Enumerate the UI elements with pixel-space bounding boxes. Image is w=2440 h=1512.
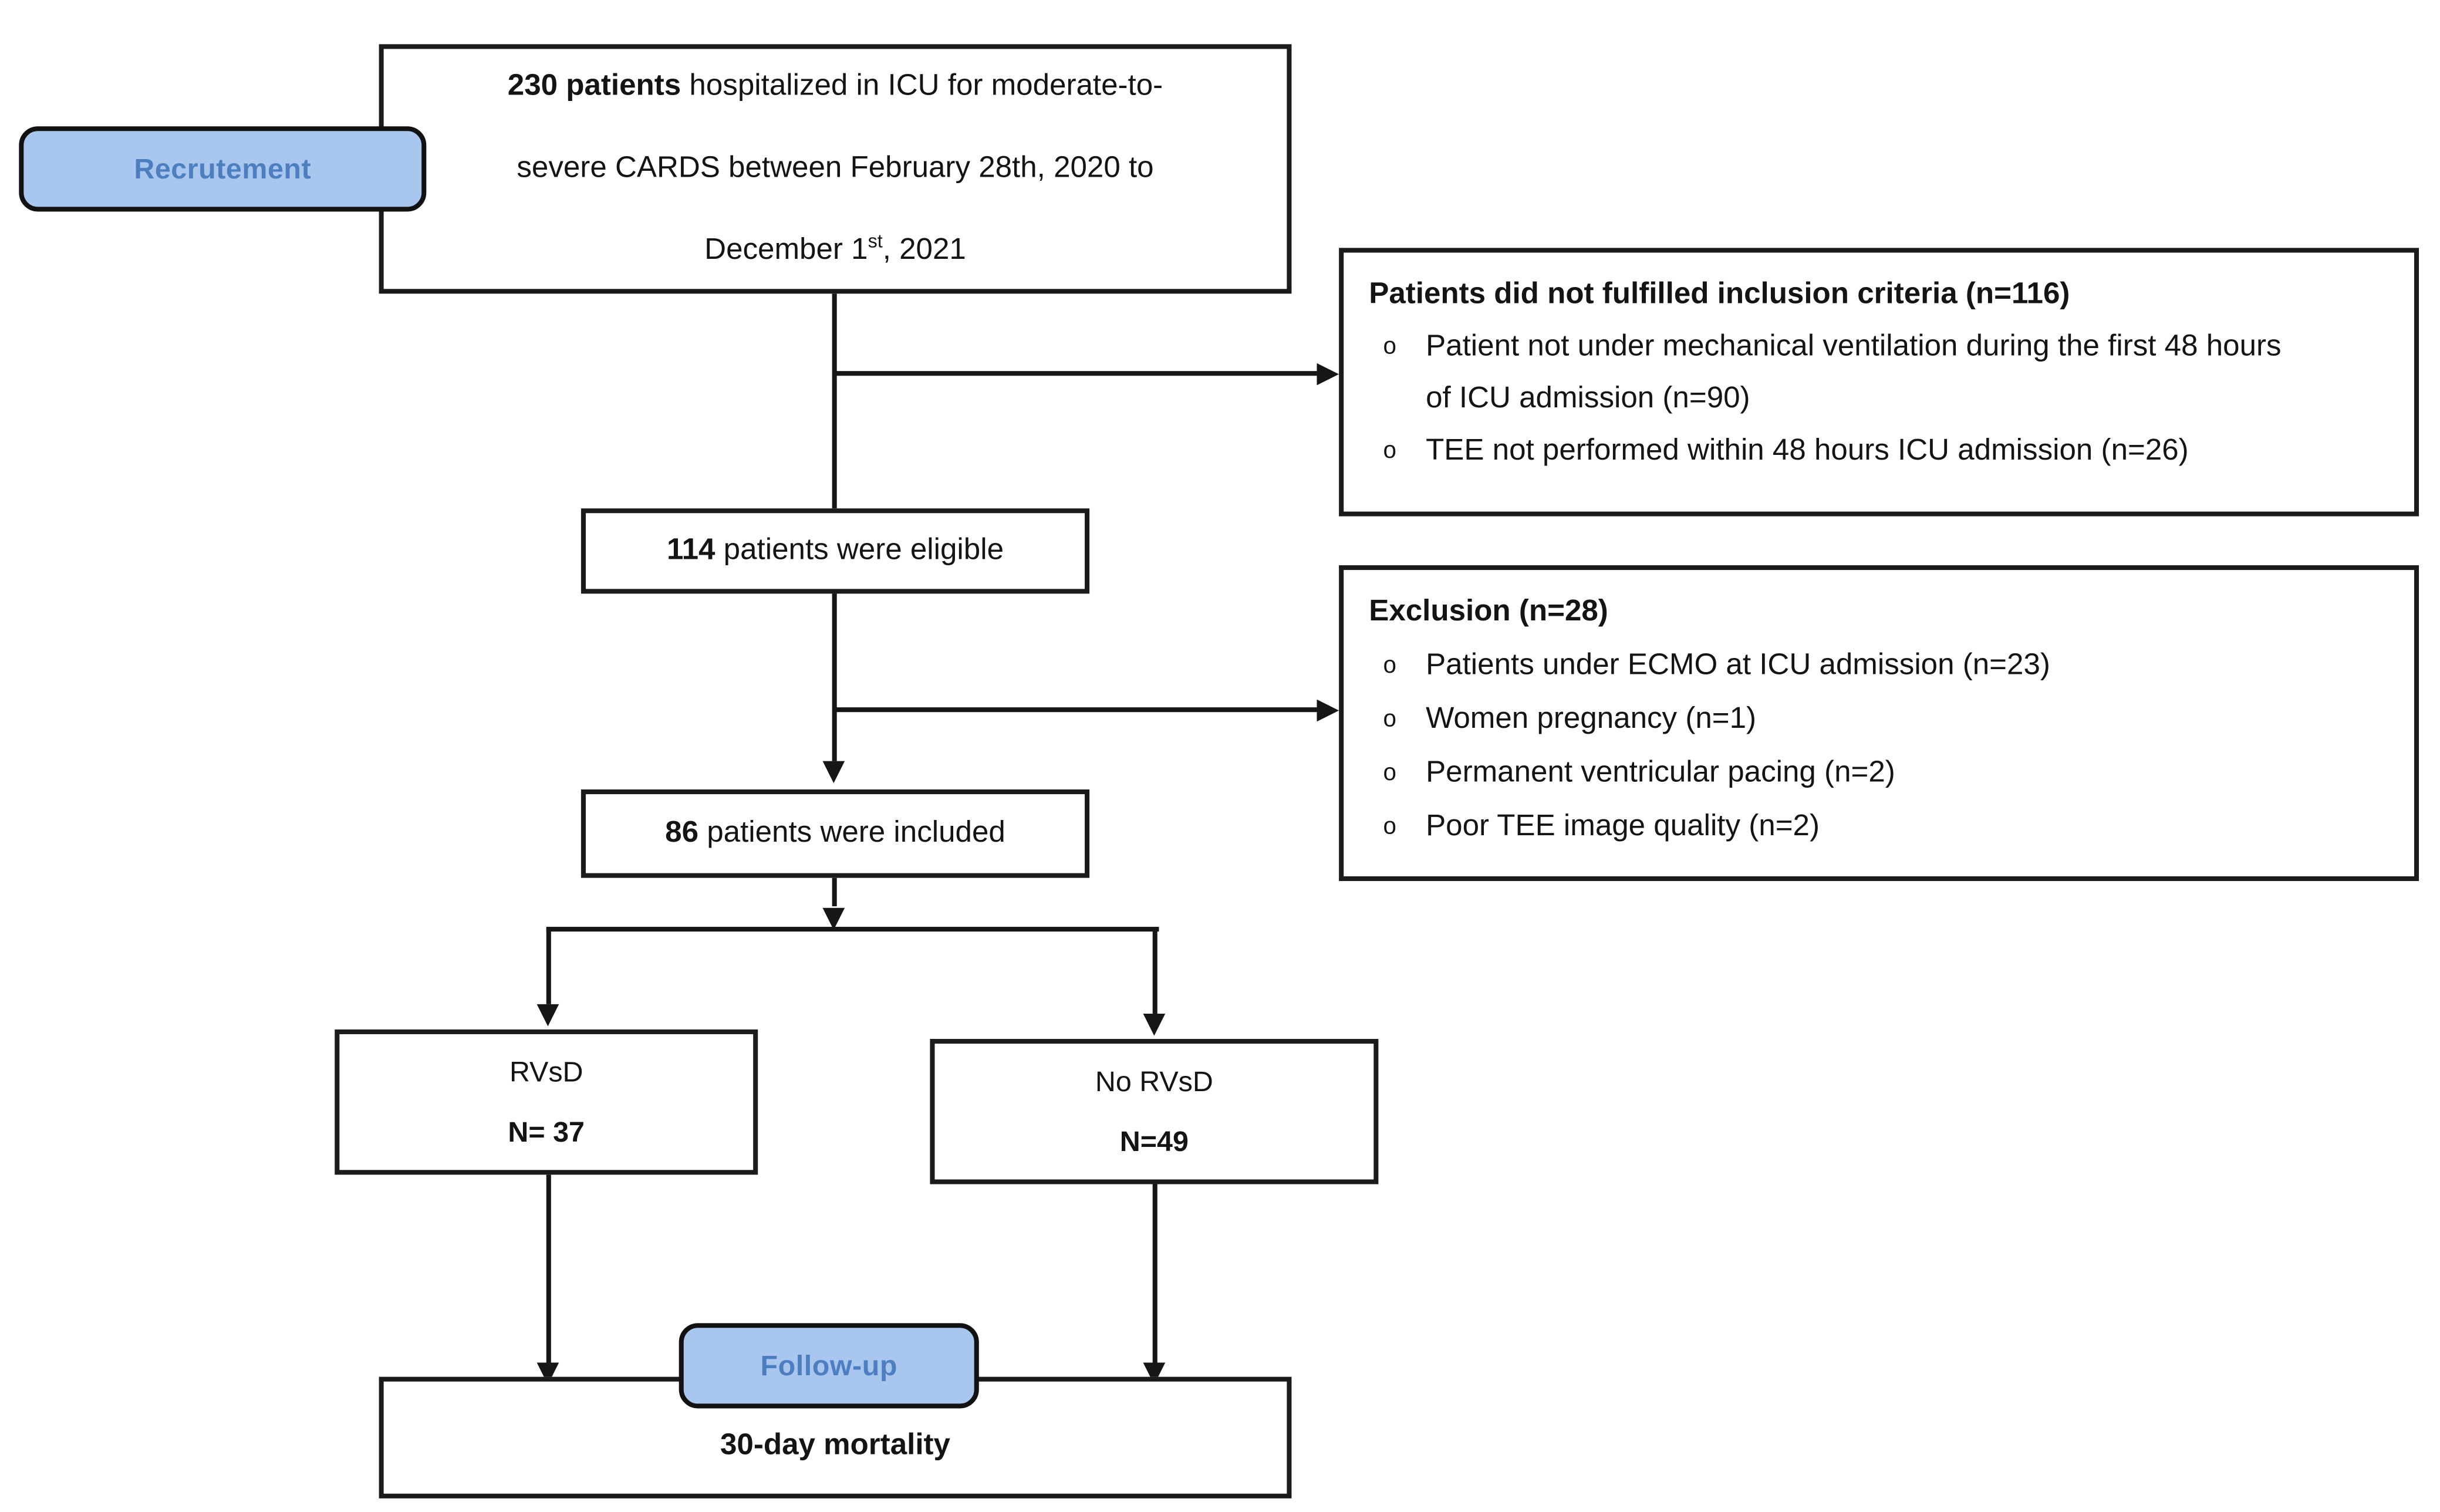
arrow-right-icon [1317, 699, 1339, 722]
arrow-down-icon [822, 761, 845, 784]
connector-split-left [546, 928, 551, 1004]
recruited-count: 230 patients [507, 69, 681, 103]
not-fulfilled-item-2: TEE not performed within 48 hours ICU ad… [1426, 434, 2189, 468]
not-fulfilled-title: Patients did not fulfilled inclusion cri… [1369, 278, 2070, 311]
exclusion-box: Exclusion (n=28) o Patients under ECMO a… [1339, 565, 2419, 882]
included-count: 86 [665, 816, 699, 850]
list-item: o TEE not performed within 48 hours ICU … [1369, 425, 2389, 477]
bullet-icon: o [1383, 437, 1396, 464]
exclusion-item-1: Patients under ECMO at ICU admission (n=… [1426, 649, 2050, 683]
bullet-icon: o [1383, 706, 1396, 733]
not-fulfilled-criteria-box: Patients did not fulfilled inclusion cri… [1339, 248, 2419, 517]
connector-norvsd-to-mortality [1152, 1184, 1157, 1363]
recruited-patients-box: 230 patients hospitalized in ICU for mod… [379, 44, 1292, 294]
eligible-count: 114 [667, 534, 716, 567]
connector-included-to-split [832, 878, 837, 907]
followup-badge: Follow-up [679, 1323, 979, 1409]
connector-branch-criteria [833, 371, 1317, 376]
no-rvsd-count: N=49 [1119, 1125, 1189, 1157]
recruited-line-1: 230 patients hospitalized in ICU for mod… [508, 46, 1163, 128]
connector-eligible-to-included [832, 593, 837, 761]
exclusion-item-4: Poor TEE image quality (n=2) [1426, 809, 1820, 843]
no-rvsd-label: No RVsD [1095, 1065, 1213, 1098]
bullet-icon: o [1383, 652, 1396, 679]
rvsd-label: RVsD [509, 1056, 583, 1088]
recruited-date-ordinal: st [868, 230, 883, 252]
exclusion-item-2: Women pregnancy (n=1) [1426, 703, 1757, 736]
exclusion-item-3: Permanent ventricular pacing (n=2) [1426, 756, 1895, 789]
list-item: o Patient not under mechanical ventilati… [1369, 320, 2310, 425]
bullet-icon: o [1383, 333, 1396, 360]
list-item: o Permanent ventricular pacing (n=2) [1369, 747, 2389, 800]
connector-rvsd-to-mortality [546, 1174, 551, 1363]
arrow-down-icon [536, 1004, 559, 1027]
followup-badge-label: Follow-up [760, 1349, 897, 1381]
eligible-text: 114 patients were eligible [667, 534, 1004, 568]
recruitment-badge-label: Recrutement [134, 152, 312, 184]
arrow-down-icon [822, 907, 845, 930]
exclusion-title: Exclusion (n=28) [1369, 595, 1608, 629]
list-item: o Poor TEE image quality (n=2) [1369, 801, 2389, 854]
recruited-year: , 2021 [882, 234, 966, 267]
included-text: 86 patients were included [665, 816, 1005, 851]
no-rvsd-group-box: No RVsD N=49 [930, 1039, 1379, 1184]
connector-top-to-eligible [832, 293, 837, 509]
recruited-line-3: December 1st, 2021 [704, 210, 966, 292]
recruitment-badge: Recrutement [19, 126, 427, 212]
recruited-line-2: severe CARDS between February 28th, 2020… [517, 151, 1154, 185]
connector-split-bar [546, 927, 1159, 932]
included-patients-box: 86 patients were included [581, 789, 1090, 878]
arrow-right-icon [1317, 363, 1339, 386]
rvsd-group-box: RVsD N= 37 [335, 1029, 758, 1175]
list-item: o Women pregnancy (n=1) [1369, 693, 2389, 747]
rvsd-count: N= 37 [508, 1116, 585, 1148]
mortality-text: 30-day mortality [720, 1428, 951, 1462]
eligible-patients-box: 114 patients were eligible [581, 508, 1090, 594]
included-rest: patients were included [698, 816, 1005, 850]
arrow-down-icon [1143, 1013, 1166, 1036]
connector-split-right [1152, 928, 1157, 1014]
recruited-date: December 1 [704, 234, 868, 267]
bullet-icon: o [1383, 759, 1396, 787]
recruited-line-1-rest: hospitalized in ICU for moderate-to- [681, 69, 1163, 103]
bullet-icon: o [1383, 813, 1396, 841]
list-item: o Patients under ECMO at ICU admission (… [1369, 639, 2389, 693]
not-fulfilled-item-1: Patient not under mechanical ventilation… [1426, 330, 2282, 416]
eligible-rest: patients were eligible [715, 534, 1004, 567]
connector-branch-exclusion [833, 707, 1317, 713]
